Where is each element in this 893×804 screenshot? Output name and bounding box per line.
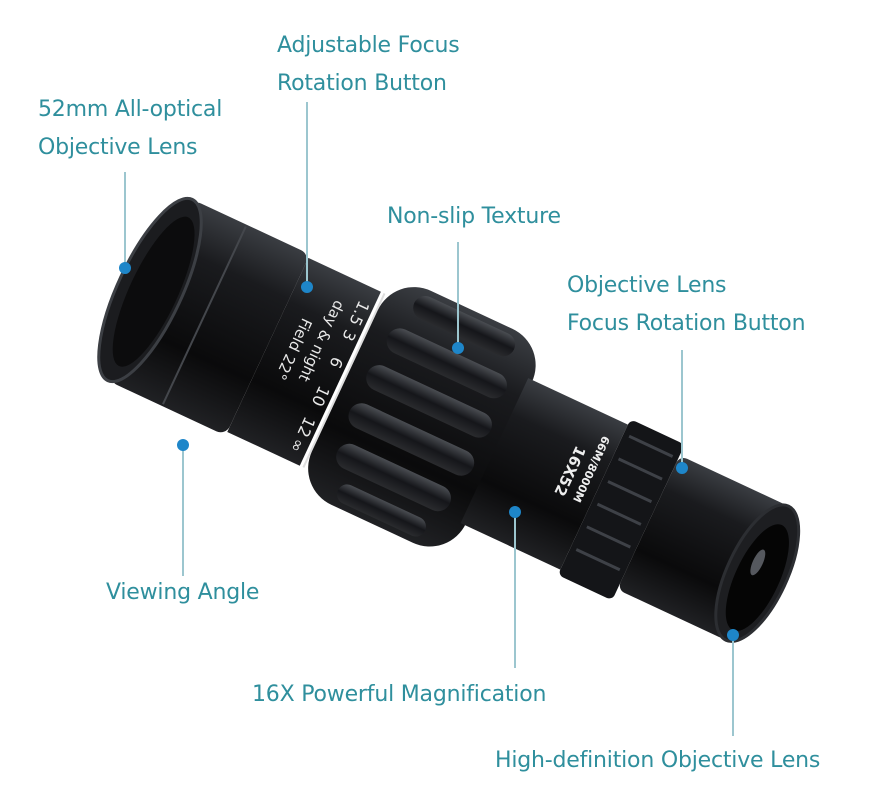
label-52mm-objective-lens: 52mm All-optical Objective Lens [38, 97, 223, 160]
scale-ring [227, 257, 381, 466]
callout-dot [676, 462, 688, 474]
focus-ring [559, 421, 683, 599]
leader-line [306, 102, 308, 286]
label-viewing-angle: Viewing Angle [106, 580, 260, 605]
leader-line [514, 513, 516, 668]
body-neck [460, 378, 628, 570]
leader-line [681, 350, 683, 466]
grip-ribs [336, 295, 516, 537]
callout-dot [509, 506, 521, 518]
non-slip-grip [308, 287, 536, 547]
label-objective-focus: Objective Lens Focus Rotation Button [567, 273, 806, 336]
leader-line [182, 446, 184, 576]
label-adjustable-focus: Adjustable Focus Rotation Button [277, 33, 460, 96]
label-magnification: 16X Powerful Magnification [252, 682, 547, 707]
leader-line [124, 172, 126, 266]
label-hd-lens: High-definition Objective Lens [495, 748, 821, 773]
front-barrel [111, 202, 307, 433]
label-non-slip: Non-slip Texture [387, 204, 561, 229]
callout-dot [301, 281, 313, 293]
leader-line [732, 636, 734, 736]
rear-lens [725, 524, 789, 632]
callout-dot [177, 439, 189, 451]
callout-dot [119, 262, 131, 274]
callout-dot [727, 629, 739, 641]
leader-line [457, 242, 459, 346]
front-lens [112, 216, 195, 367]
callout-dot [452, 342, 464, 354]
